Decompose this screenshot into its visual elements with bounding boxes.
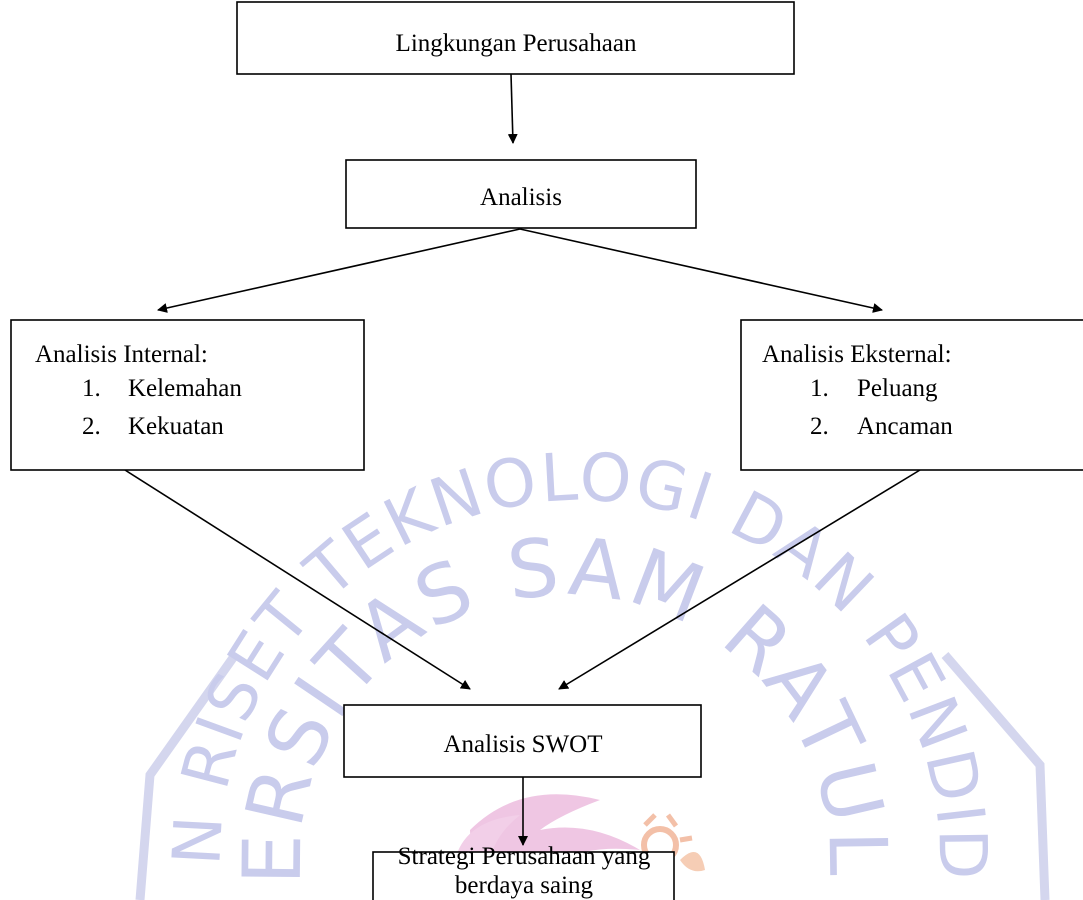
node-external-title: Analisis Eksternal: [762, 341, 952, 368]
node-analysis: Analisis [345, 159, 697, 229]
edge-analysis-to-internal [157, 228, 521, 313]
watermark-frame [135, 652, 1050, 900]
node-internal-item-1-number: 1. [82, 375, 101, 402]
node-internal-item-2-text: Kekuatan [128, 413, 224, 440]
node-internal-item-1-text: Kelemahan [128, 375, 242, 402]
emblem-sun-rays [643, 813, 693, 843]
node-strategy-line-1: Strategi Perusahaan yang [398, 843, 651, 870]
node-external-box [740, 319, 1083, 471]
node-environment: Lingkungan Perusahaan [236, 1, 795, 75]
edges [124, 73, 921, 846]
node-swot-box [343, 704, 702, 778]
edge-internal-to-swot [124, 469, 471, 690]
node-internal-box [10, 319, 365, 471]
emblem-palm-fronds [470, 794, 640, 860]
node-swot: Analisis SWOT [343, 704, 702, 778]
node-external-item-1-text: Peluang [857, 375, 938, 402]
emblem-leaves [680, 852, 705, 872]
node-external: Analisis Eksternal: 1. Peluang 2. Ancama… [740, 319, 1083, 471]
node-swot-label: Analisis SWOT [443, 731, 602, 758]
emblem-palm-fronds-left [455, 815, 520, 860]
edge-environment-to-analysis [507, 73, 518, 144]
edge-external-to-swot [558, 469, 921, 690]
node-environment-box [236, 1, 795, 75]
node-analysis-label: Analisis [480, 184, 562, 211]
node-internal-title: Analisis Internal: [35, 341, 208, 368]
node-external-item-2-text: Ancaman [857, 413, 953, 440]
node-analysis-box [345, 159, 697, 229]
edge-analysis-to-external [519, 228, 883, 313]
node-strategy: Strategi Perusahaan yang berdaya saing [372, 843, 675, 900]
node-internal: Analisis Internal: 1. Kelemahan 2. Kekua… [10, 319, 365, 471]
node-strategy-line-2: berdaya saing [455, 872, 594, 899]
node-external-item-2-number: 2. [810, 413, 829, 440]
node-internal-item-2-number: 2. [82, 413, 101, 440]
node-external-item-1-number: 1. [810, 375, 829, 402]
node-environment-label: Lingkungan Perusahaan [396, 30, 637, 57]
node-strategy-box [372, 851, 675, 900]
